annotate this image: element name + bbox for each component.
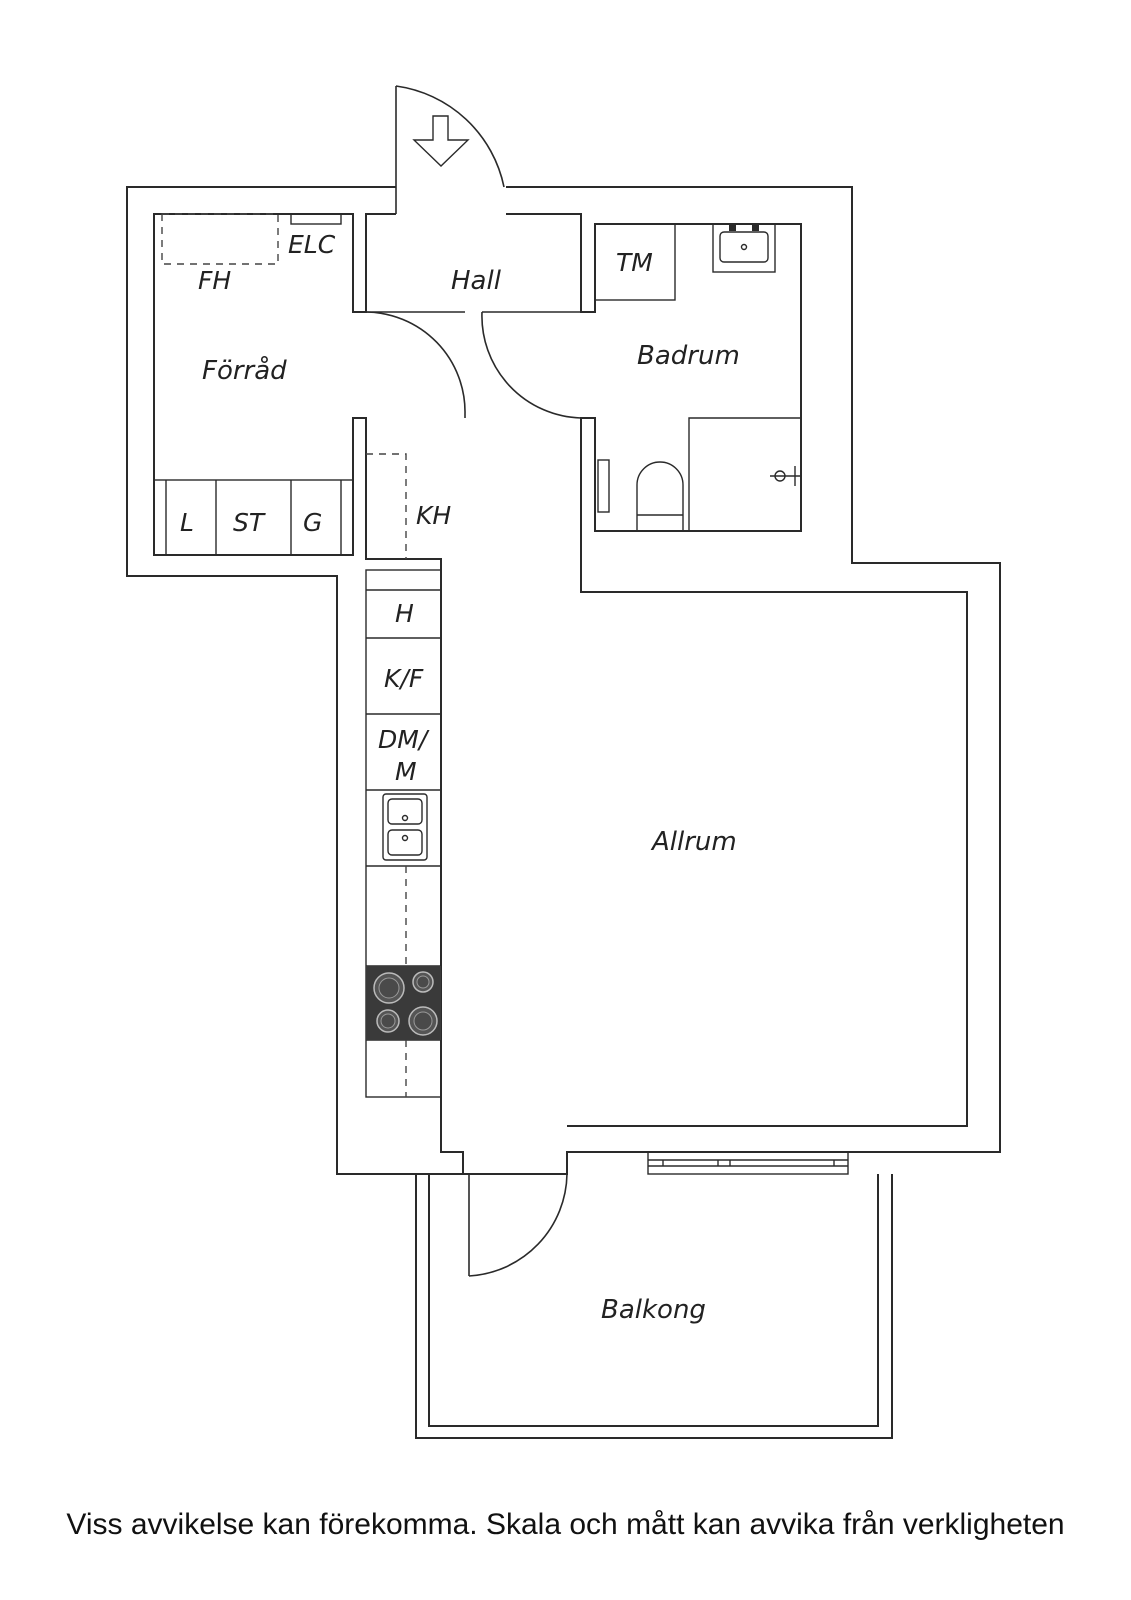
badrum-label: Badrum (637, 341, 740, 371)
sink-icon (712, 223, 776, 273)
down-arrow-icon (412, 115, 470, 167)
outer-walls (126, 186, 1001, 1175)
badrum-door (481, 311, 582, 419)
tm-label: TM (616, 248, 653, 277)
double-sink-icon (382, 793, 428, 861)
dm-label-line2: M (395, 757, 417, 786)
h-label: H (395, 599, 414, 628)
tm-box (594, 223, 676, 301)
balcony-railing (415, 1174, 893, 1439)
balcony-window (647, 1151, 849, 1175)
kh-wardrobe (366, 453, 407, 559)
l-label: L (180, 508, 194, 537)
kf-label: K/F (384, 664, 424, 693)
allrum-label: Allrum (650, 827, 737, 857)
balkong-label: Balkong (601, 1295, 706, 1325)
forrad-label: Förråd (202, 355, 287, 386)
st-label: ST (233, 508, 266, 537)
g-label: G (303, 508, 322, 537)
kh-label: KH (416, 501, 451, 530)
forrad-door (365, 311, 466, 418)
stove-icon (366, 966, 441, 1040)
fh-area (161, 213, 279, 265)
disclaimer-text: Viss avvikelse kan förekomma. Skala och … (66, 1508, 1065, 1541)
hall-label: Hall (451, 266, 502, 296)
towel-radiator (597, 459, 610, 513)
shower-icon (770, 466, 800, 486)
dm-label-line1: DM/ (378, 725, 430, 754)
entrance-door (395, 85, 505, 214)
balcony-door (468, 1152, 568, 1277)
storage-cabinets (153, 479, 354, 556)
elc-label: ELC (288, 230, 336, 259)
elc-panel (290, 213, 342, 225)
fh-label: FH (198, 266, 231, 295)
toilet-icon (636, 461, 684, 531)
shower-area (688, 417, 801, 531)
